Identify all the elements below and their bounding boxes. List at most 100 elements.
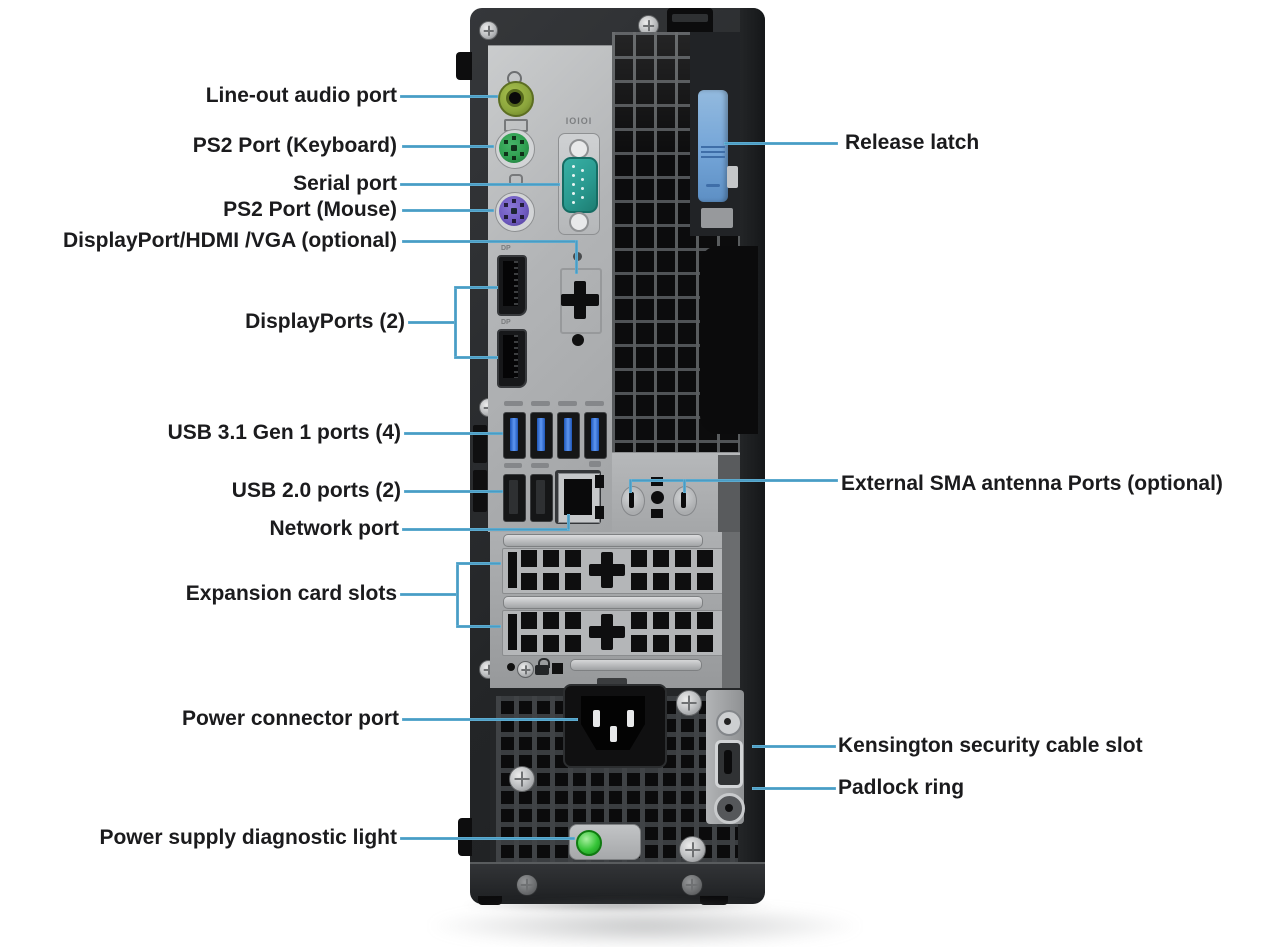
slot2-vents-right [631,612,713,652]
displayport-1-logo: DP [501,245,511,252]
leader-serial [400,183,560,186]
psu-screw-bottom [679,836,706,863]
leader-psu-light [400,837,575,840]
label-expansion: Expansion card slots [185,582,397,605]
latch-clip [727,166,738,188]
slot1-left-bar [508,552,517,588]
leader-ps2-keyboard [402,145,494,148]
serial-port-screw-hole-bottom [569,212,589,232]
ps2-mouse-pins [511,208,517,214]
usb3-port-2-tab [537,418,545,451]
label-padlock-ring: Padlock ring [838,776,965,799]
leader-usb3 [404,432,503,435]
expansion-bar-3 [570,659,702,671]
leader-optional-h [402,240,578,243]
left-edge-tab-top [456,52,472,80]
serial-port [562,157,598,213]
sma-antenna-slot-1 [629,492,634,508]
leader-network-v [567,514,570,530]
foot-left [478,896,502,905]
leader-ps2-mouse [402,209,494,212]
label-usb2: USB 2.0 ports (2) [231,479,401,502]
serial-port-marking: IOIOI [565,116,593,126]
leader-displayports-top [454,286,498,289]
slot2-vents-left [521,612,581,652]
slot1-vents-right [631,550,713,590]
sma-antenna-slot-2 [681,492,686,508]
expansion-panel-edge [722,532,740,688]
usb3-logo-icon-1 [504,401,523,406]
tower-right-side-panel [740,8,765,902]
label-network: Network port [269,517,399,540]
leader-optional-v [575,240,578,274]
padlock-glyph-body [535,665,549,675]
antenna-center-cutout-circle [651,491,664,504]
label-power-connector: Power connector port [181,707,399,730]
psu-diagnostic-led [576,830,602,856]
antenna-panel-edge [718,455,740,532]
release-latch-grip-lines [701,146,725,158]
leader-padlock [752,787,836,790]
kensington-slot-hole [724,750,732,774]
optional-port-screw-hole [572,334,584,346]
usb3-port-3-tab [564,418,572,451]
usb2-port-2-slot [536,480,545,514]
leader-displayports-stub [408,321,456,324]
usb3-logo-icon-3 [558,401,577,406]
leader-sma-stub-1 [629,479,632,493]
network-port-clip-top [595,475,604,488]
foot-right [700,896,728,905]
leader-network-h [402,528,570,531]
power-inlet-clip [597,678,627,688]
padlock-glyph-icon [538,658,550,668]
network-port-jack [564,479,592,515]
left-edge-slot-1 [473,425,487,463]
antenna-center-cutout-bottom [651,509,663,518]
base-screw-left [516,874,538,896]
line-out-jack-hole [509,92,521,104]
slot2-left-bar [508,614,517,650]
expansion-screw [517,661,534,678]
expansion-dot-mark [507,663,515,671]
top-screw-left [479,21,498,40]
label-psu-light: Power supply diagnostic light [99,826,397,849]
leader-displayports-bottom [454,356,498,359]
leader-expansion-bracket [456,562,459,628]
leader-expansion-stub [400,593,458,596]
label-usb3: USB 3.1 Gen 1 ports (4) [167,421,401,444]
usb3-port-4-tab [591,418,599,451]
label-optional-video: DisplayPort/HDMI /VGA (optional) [62,229,397,252]
usb2-logo-icon-2 [531,463,549,468]
padlock-ring-hole [725,804,733,812]
line-out-audio-port [498,81,534,117]
displayport-2-logo: DP [501,319,511,326]
leader-expansion-bottom [456,625,501,628]
label-release-latch: Release latch [845,131,980,154]
network-icon [589,461,601,467]
leader-line-out [400,95,498,98]
slot1-plus-h [589,564,625,576]
usb3-logo-icon-4 [585,401,604,406]
expansion-bar-1 [503,534,703,547]
power-pin-center [610,726,617,742]
leader-expansion-top [456,562,501,565]
side-panel-recess [700,246,758,434]
serial-port-pins [572,165,575,168]
expansion-bar-2 [503,596,703,609]
label-line-out: Line-out audio port [205,84,397,107]
leader-release-latch [724,142,838,145]
latch-block [701,208,733,228]
slot1-vents-left [521,550,581,590]
top-handle-bar [672,14,708,22]
usb3-logo-icon-2 [531,401,550,406]
displayport-1-slot [503,261,518,306]
leader-sma-stub-2 [683,479,686,493]
label-sma-antenna: External SMA antenna Ports (optional) [841,472,1223,495]
leader-displayports-bracket [454,286,457,359]
leader-usb2 [404,490,503,493]
leader-sma-h [630,479,838,482]
label-kensington: Kensington security cable slot [838,734,1143,757]
power-pin-right [627,710,634,727]
expansion-square-mark [552,663,563,674]
